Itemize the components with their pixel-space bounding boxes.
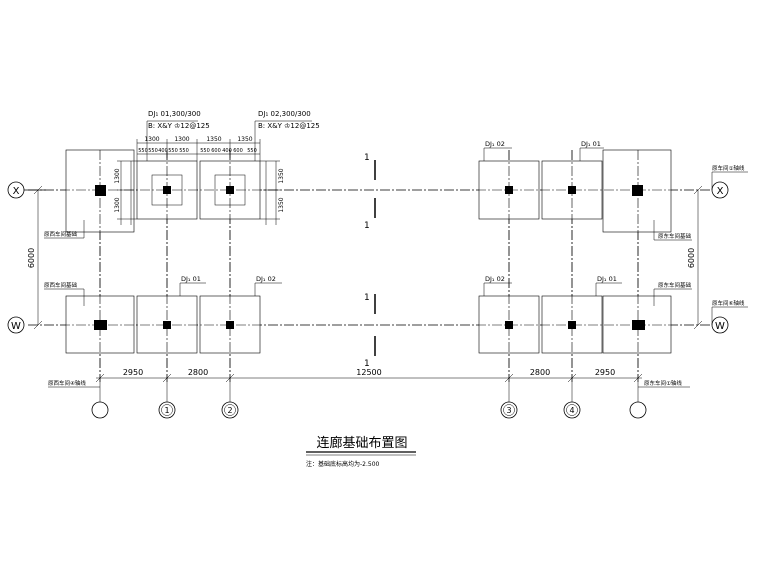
note-east-foundation-x: 原东车间基础 xyxy=(653,220,692,241)
column-x2 xyxy=(226,186,234,194)
dim-pad-sub: 400 xyxy=(222,148,232,154)
dim-pad-sub: 600 xyxy=(233,148,243,154)
dj02-spec-text: DJ₁ 02,300/300 xyxy=(258,110,311,118)
dim-pad-sub: 550 xyxy=(168,148,178,154)
callout-dj01-w-east: DJ₁ 01 xyxy=(595,275,622,296)
col-label-2: 2 xyxy=(227,406,232,415)
drawing-title: 连廊基础布置图 xyxy=(316,435,407,451)
section-label: 1 xyxy=(364,221,370,231)
dim-pad-top-2: 1350 xyxy=(206,136,221,143)
column-x3 xyxy=(505,186,513,194)
column-w3 xyxy=(505,321,513,329)
note-east-axis1: 原东车间①轴线 xyxy=(638,379,690,388)
column-ne xyxy=(632,185,643,196)
east-axis-x-text: 原车间①轴线 xyxy=(712,164,745,172)
dim-pad-top-3: 1350 xyxy=(237,136,252,143)
east-found-text: 原东车间基础 xyxy=(658,232,692,240)
dj02-label: DJ₁ 02 xyxy=(256,275,276,283)
dj01-label: DJ₁ 01 xyxy=(597,275,617,283)
dim-pad-top: 1300 1300 1350 1350 550 550 400 550 550 … xyxy=(136,136,261,161)
dim-bottom: 2950 2800 12500 2800 2950 xyxy=(95,368,643,383)
dj01-label: DJ₁ 01 xyxy=(581,140,601,148)
dim-pad-right: 1350 1350 xyxy=(260,160,285,225)
dj01-label: DJ₁ 01 xyxy=(181,275,201,283)
callout-dj02-w: DJ₁ 02 xyxy=(254,275,282,296)
dj01-spec-text: DJ₁ 01,300/300 xyxy=(148,110,201,118)
col-label-3: 3 xyxy=(506,406,511,415)
dim-pad-left-1: 1300 xyxy=(114,197,121,212)
section-label: 1 xyxy=(364,359,370,369)
dim-right-text: 6000 xyxy=(687,248,696,268)
dim-pad-sub: 400 xyxy=(158,148,168,154)
dim-vertical-left: 6000 xyxy=(27,185,43,330)
callout-dj01-x-east: DJ₁ 01 xyxy=(579,140,604,161)
callout-dj02-w-east: DJ₁ 02 xyxy=(483,275,512,296)
column-se xyxy=(632,320,645,330)
column-x4 xyxy=(568,186,576,194)
column-x1 xyxy=(163,186,171,194)
row-bubble-w-left xyxy=(7,316,25,334)
east-axis1-text: 原东车间①轴线 xyxy=(644,379,682,387)
col-bubble-5 xyxy=(629,401,647,419)
column-bubbles: 1 2 3 4 xyxy=(91,382,647,419)
callout-dj01-spec: DJ₁ 01,300/300 B: X&Y ♔12@125 xyxy=(146,110,210,161)
dj02-label: DJ₁ 02 xyxy=(485,140,505,148)
west-axis4-text: 原西车间④轴线 xyxy=(48,379,86,387)
dj02-label: DJ₁ 02 xyxy=(485,275,505,283)
dim-bottom-1: 2800 xyxy=(188,368,208,377)
row-bubble-x-left xyxy=(7,181,25,199)
east-axis-w-text: 原车间⑥轴线 xyxy=(712,299,745,307)
dim-pad-left: 1300 1300 xyxy=(114,160,137,225)
dim-pad-sub: 550 xyxy=(179,148,189,154)
dim-pad-sub: 550 xyxy=(247,148,257,154)
dim-pad-top-1: 1300 xyxy=(174,136,189,143)
row-label-x-right: X xyxy=(717,186,724,197)
drawing-note: 注：基础底标高均为-2.500 xyxy=(306,460,380,468)
dj02-rebar-text: B: X&Y ♔12@125 xyxy=(258,122,320,130)
row-label-x-left: X xyxy=(13,186,20,197)
col-label-1: 1 xyxy=(164,406,169,415)
dim-vertical-right: 6000 xyxy=(687,185,703,330)
row-label-w-right: W xyxy=(715,321,725,332)
dim-pad-left-0: 1300 xyxy=(114,168,121,183)
note-west-foundation-x: 原西车间基础 xyxy=(44,220,85,239)
col-label-4: 4 xyxy=(569,406,574,415)
col-bubble-0 xyxy=(91,401,109,419)
note-west-foundation-w: 原西车间基础 xyxy=(44,281,85,306)
note-east-axis-w: 原车间⑥轴线 xyxy=(711,299,748,325)
dim-bottom-3: 2800 xyxy=(530,368,550,377)
column-nw xyxy=(95,185,106,196)
callout-dj01-w: DJ₁ 01 xyxy=(179,275,206,296)
callout-dj02-spec: DJ₁ 02,300/300 B: X&Y ♔12@125 xyxy=(254,110,320,161)
east-found-text: 原东车间基础 xyxy=(658,281,692,289)
west-found-text: 原西车间基础 xyxy=(44,281,78,289)
column-w1 xyxy=(163,321,171,329)
callout-dj02-x-east: DJ₁ 02 xyxy=(483,140,512,161)
west-found-text: 原西车间基础 xyxy=(44,230,78,238)
column-sw xyxy=(94,320,107,330)
section-label: 1 xyxy=(364,293,370,303)
dim-bottom-0: 2950 xyxy=(123,368,143,377)
dim-pad-sub: 550 xyxy=(148,148,158,154)
column-w4 xyxy=(568,321,576,329)
column-w2 xyxy=(226,321,234,329)
dim-bottom-2: 12500 xyxy=(356,368,381,377)
dj01-rebar-text: B: X&Y ♔12@125 xyxy=(148,122,210,130)
section-mark-lower: 1 1 xyxy=(364,293,376,369)
note-west-axis4: 原西车间④轴线 xyxy=(48,379,100,388)
dim-pad-right-0: 1350 xyxy=(278,168,285,183)
dim-pad-top-0: 1300 xyxy=(144,136,159,143)
dim-bottom-4: 2950 xyxy=(595,368,615,377)
dim-pad-sub: 550 xyxy=(138,148,148,154)
dim-pad-right-1: 1350 xyxy=(278,197,285,212)
dim-pad-sub: 600 xyxy=(211,148,221,154)
section-mark-upper: 1 1 xyxy=(364,153,376,231)
dim-pad-sub: 550 xyxy=(200,148,210,154)
note-east-axis-x: 原车间①轴线 xyxy=(711,164,748,190)
dim-left-text: 6000 xyxy=(27,248,36,268)
row-label-w-left: W xyxy=(11,321,21,332)
section-label: 1 xyxy=(364,153,370,163)
note-east-foundation-w: 原东车间基础 xyxy=(653,281,692,306)
